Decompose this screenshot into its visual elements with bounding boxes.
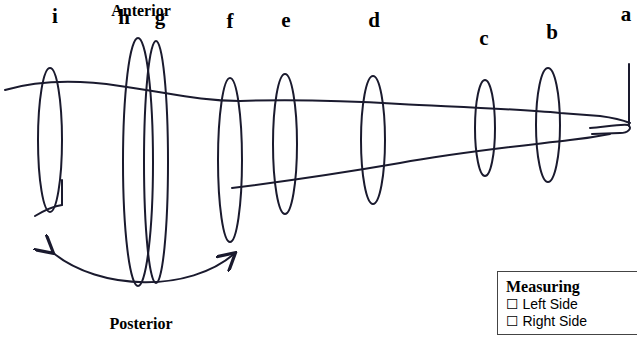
ring-i — [38, 68, 62, 212]
fingertip-marker — [628, 64, 630, 126]
ring-letter: h — [118, 7, 130, 28]
ring-letter: b — [546, 22, 558, 43]
ring-letter: d — [368, 10, 380, 31]
checkbox-option: ☐ Left Side — [506, 296, 633, 313]
ring-letter: c — [479, 28, 488, 49]
ring-e — [273, 74, 297, 214]
ring-letter: a — [621, 4, 632, 25]
checkbox-option: ☐ Right Side — [506, 313, 633, 330]
ring-letter: g — [155, 7, 166, 28]
ring-f — [218, 78, 242, 242]
ring-letter: i — [52, 6, 58, 27]
ring-g — [144, 41, 168, 283]
box-heading: Measuring — [506, 277, 633, 296]
ring-b — [536, 68, 560, 182]
view-label: Posterior — [109, 316, 172, 332]
ring-c — [475, 80, 495, 176]
arm-outline-bottom — [232, 134, 610, 188]
finger-outline — [590, 125, 630, 134]
ring-d — [361, 76, 385, 204]
measuring-side-box: Measuring☐ Left Side☐ Right Side — [497, 271, 637, 335]
ring-letter: e — [281, 10, 290, 31]
ring-letter: f — [227, 11, 234, 32]
